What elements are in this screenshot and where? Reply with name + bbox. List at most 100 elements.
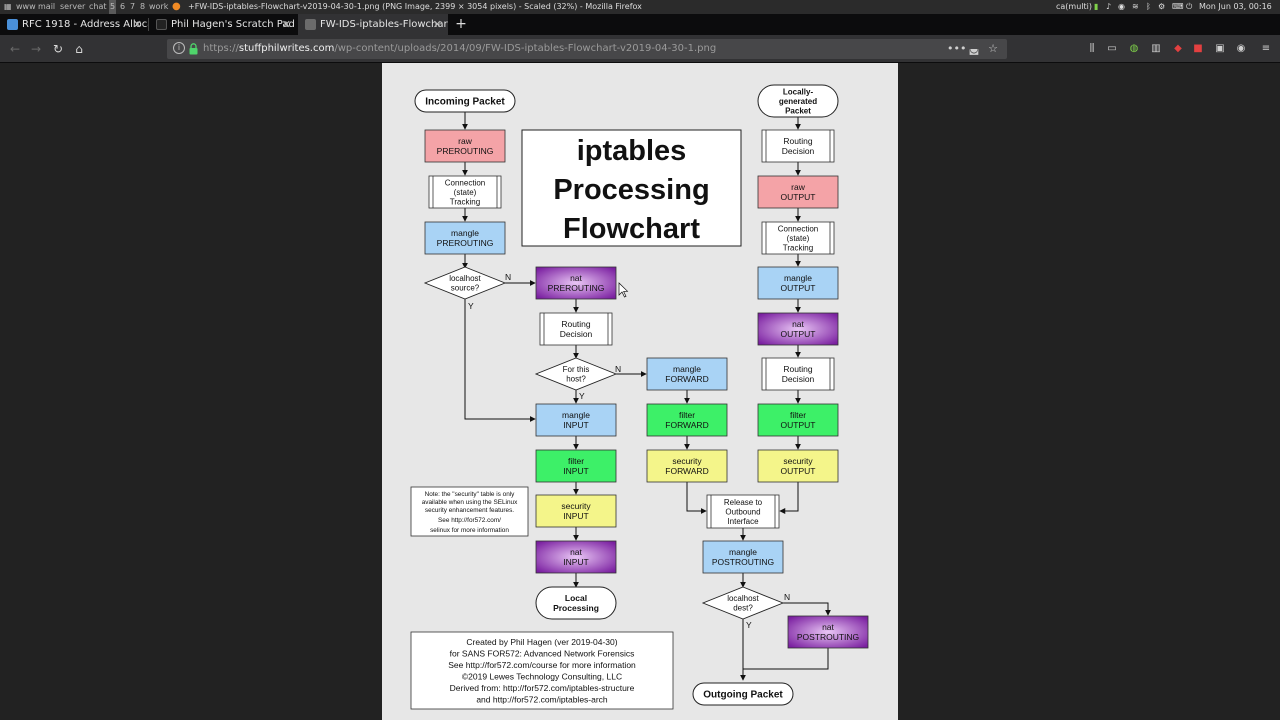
home-button[interactable]: ⌂ — [75, 42, 83, 56]
box-conn-in — [428, 175, 502, 209]
keyboard-icon[interactable]: ⌨ — [1172, 2, 1184, 11]
url-host: stuffphilwrites.com — [238, 43, 335, 54]
credits-line-3: See http://for572.com/course for more in… — [448, 660, 636, 670]
box-conn-in-label: Tracking — [450, 197, 480, 206]
box-mangle-in-label: INPUT — [563, 420, 589, 430]
battery-icon: ▮ — [1094, 2, 1099, 11]
terminal-incoming-packet — [414, 89, 516, 113]
box-route1-label: Decision — [560, 329, 593, 339]
credits-line-1: Created by Phil Hagen (ver 2019-04-30) — [466, 637, 617, 647]
flowchart-edges — [462, 111, 831, 681]
extension-icon-2[interactable]: ▥ — [1151, 43, 1161, 54]
label-yes-localhost-dest: Y — [746, 620, 752, 630]
settings-icon[interactable]: ⚙ — [1158, 2, 1166, 11]
navigation-bar: ← → ↻ ⌂ i https://stuffphilwrites.com/wp… — [0, 35, 1280, 63]
title-line-1: iptables — [577, 135, 687, 167]
power-icon[interactable]: ⏻ — [1186, 2, 1193, 11]
bluetooth-icon[interactable]: ᛒ — [1146, 2, 1151, 11]
image-icon — [305, 19, 316, 30]
menu-icon[interactable]: ≡ — [1261, 43, 1271, 54]
extension-icon-4[interactable]: ▣ — [1215, 43, 1225, 54]
box-nat-post — [787, 615, 869, 649]
new-tab-button[interactable]: + — [455, 16, 467, 32]
note-line-4: See http://for572.com/ — [438, 517, 501, 524]
box-release-label: Release to — [724, 498, 763, 507]
box-filter-in-label: filter — [568, 456, 584, 466]
close-icon[interactable]: ✕ — [281, 18, 291, 31]
workspace-chat[interactable]: chat — [89, 2, 107, 11]
box-security-fwd — [646, 449, 728, 483]
box-release — [706, 494, 780, 529]
tab-rfc1918[interactable]: RFC 1918 - Address Allocati ✕ — [0, 14, 148, 35]
box-mangle-pre-label: PREROUTING — [437, 238, 494, 248]
box-raw-out — [757, 175, 839, 209]
back-button[interactable]: ← — [9, 42, 21, 56]
close-icon[interactable]: ✕ — [132, 18, 142, 31]
bookmark-star-icon[interactable]: ☆ — [988, 42, 998, 55]
layout-indicator: ca(multi) — [1056, 2, 1092, 11]
pocket-icon[interactable]: ◛ — [968, 42, 980, 55]
workspace-server[interactable]: server — [60, 2, 86, 11]
box-route-out1-label: Decision — [782, 146, 815, 156]
url-path: /wp-content/uploads/2014/09/FW-IDS-iptab… — [334, 43, 717, 54]
lock-icon[interactable] — [189, 43, 198, 55]
tab-label: Phil Hagen's Scratch Pad — [171, 19, 295, 30]
workspace-work[interactable]: work — [149, 2, 169, 11]
network-icon[interactable]: ◉ — [1118, 2, 1125, 11]
workspace-7[interactable]: 7 — [130, 2, 136, 11]
title-box — [521, 129, 742, 247]
info-icon[interactable]: i — [173, 42, 185, 54]
workspace-www[interactable]: www — [16, 2, 36, 11]
box-mangle-out — [757, 266, 839, 300]
terminal-local-processing-label: Local — [565, 593, 587, 603]
credits-line-5: Derived from: http://for572.com/iptables… — [450, 683, 635, 693]
box-nat-out-label: nat — [792, 319, 804, 329]
terminal-locally-generated — [757, 84, 839, 118]
reload-button[interactable]: ↻ — [52, 42, 64, 56]
workspace-5[interactable]: 5 — [109, 0, 117, 14]
decision-for-this-host-label: host? — [566, 375, 586, 384]
box-mangle-fwd-label: FORWARD — [665, 374, 708, 384]
forward-button[interactable]: → — [30, 42, 42, 56]
note-line-2: available when using the SELinux — [422, 499, 518, 506]
flow-arrow — [779, 482, 799, 514]
account-icon[interactable]: ◉ — [1236, 43, 1246, 54]
note-line-5: selinux for more information — [430, 527, 509, 534]
box-release-label: Interface — [727, 517, 759, 526]
tab-scratch-pad[interactable]: Phil Hagen's Scratch Pad ✕ — [149, 14, 297, 35]
page-actions-icon[interactable]: ••• — [947, 42, 967, 55]
decision-localhost-dest-label: dest? — [733, 604, 753, 613]
box-nat-in-label: INPUT — [563, 557, 589, 567]
wifi-icon[interactable]: ≋ — [1132, 2, 1139, 11]
box-filter-fwd-label: FORWARD — [665, 420, 708, 430]
decision-for-this-host-label: For this — [563, 365, 590, 374]
ublock-icon[interactable]: ◆ — [1174, 43, 1182, 54]
decision-localhost-source-label: localhost — [449, 274, 481, 283]
box-raw-pre-label: raw — [458, 136, 473, 146]
workspace-8[interactable]: 8 — [140, 2, 146, 11]
box-mangle-in — [535, 403, 617, 437]
box-security-fwd-label: FORWARD — [665, 466, 708, 476]
tab-flowchart-image[interactable]: FW-IDS-iptables-Flowchart-v ✕ — [298, 14, 448, 35]
box-mangle-out-label: OUTPUT — [781, 283, 816, 293]
box-security-in — [535, 494, 617, 528]
sidebar-icon[interactable]: ▭ — [1107, 43, 1117, 54]
box-mangle-post-label: POSTROUTING — [712, 557, 774, 567]
box-security-out-label: OUTPUT — [781, 466, 816, 476]
volume-icon[interactable]: ♪ — [1106, 2, 1112, 11]
close-icon[interactable]: ✕ — [432, 18, 442, 31]
box-mangle-pre — [424, 221, 506, 255]
workspace-mail[interactable]: mail — [38, 2, 56, 11]
workspace-menu-icon[interactable]: ▦ — [4, 2, 12, 11]
extension-icon-1[interactable]: ◍ — [1129, 43, 1139, 54]
box-security-in-label: INPUT — [563, 511, 589, 521]
flowchart-nodes: Incoming PacketLocally-generatedPacketLo… — [414, 84, 869, 706]
workspace-6[interactable]: 6 — [120, 2, 126, 11]
extension-icon-3[interactable]: ■ — [1193, 43, 1203, 54]
library-icon[interactable]: ⫼ — [1089, 43, 1095, 54]
decision-localhost-source-label: source? — [451, 284, 480, 293]
box-route-out2 — [761, 357, 835, 391]
url-bar[interactable]: i https://stuffphilwrites.com/wp-content… — [167, 39, 1007, 59]
